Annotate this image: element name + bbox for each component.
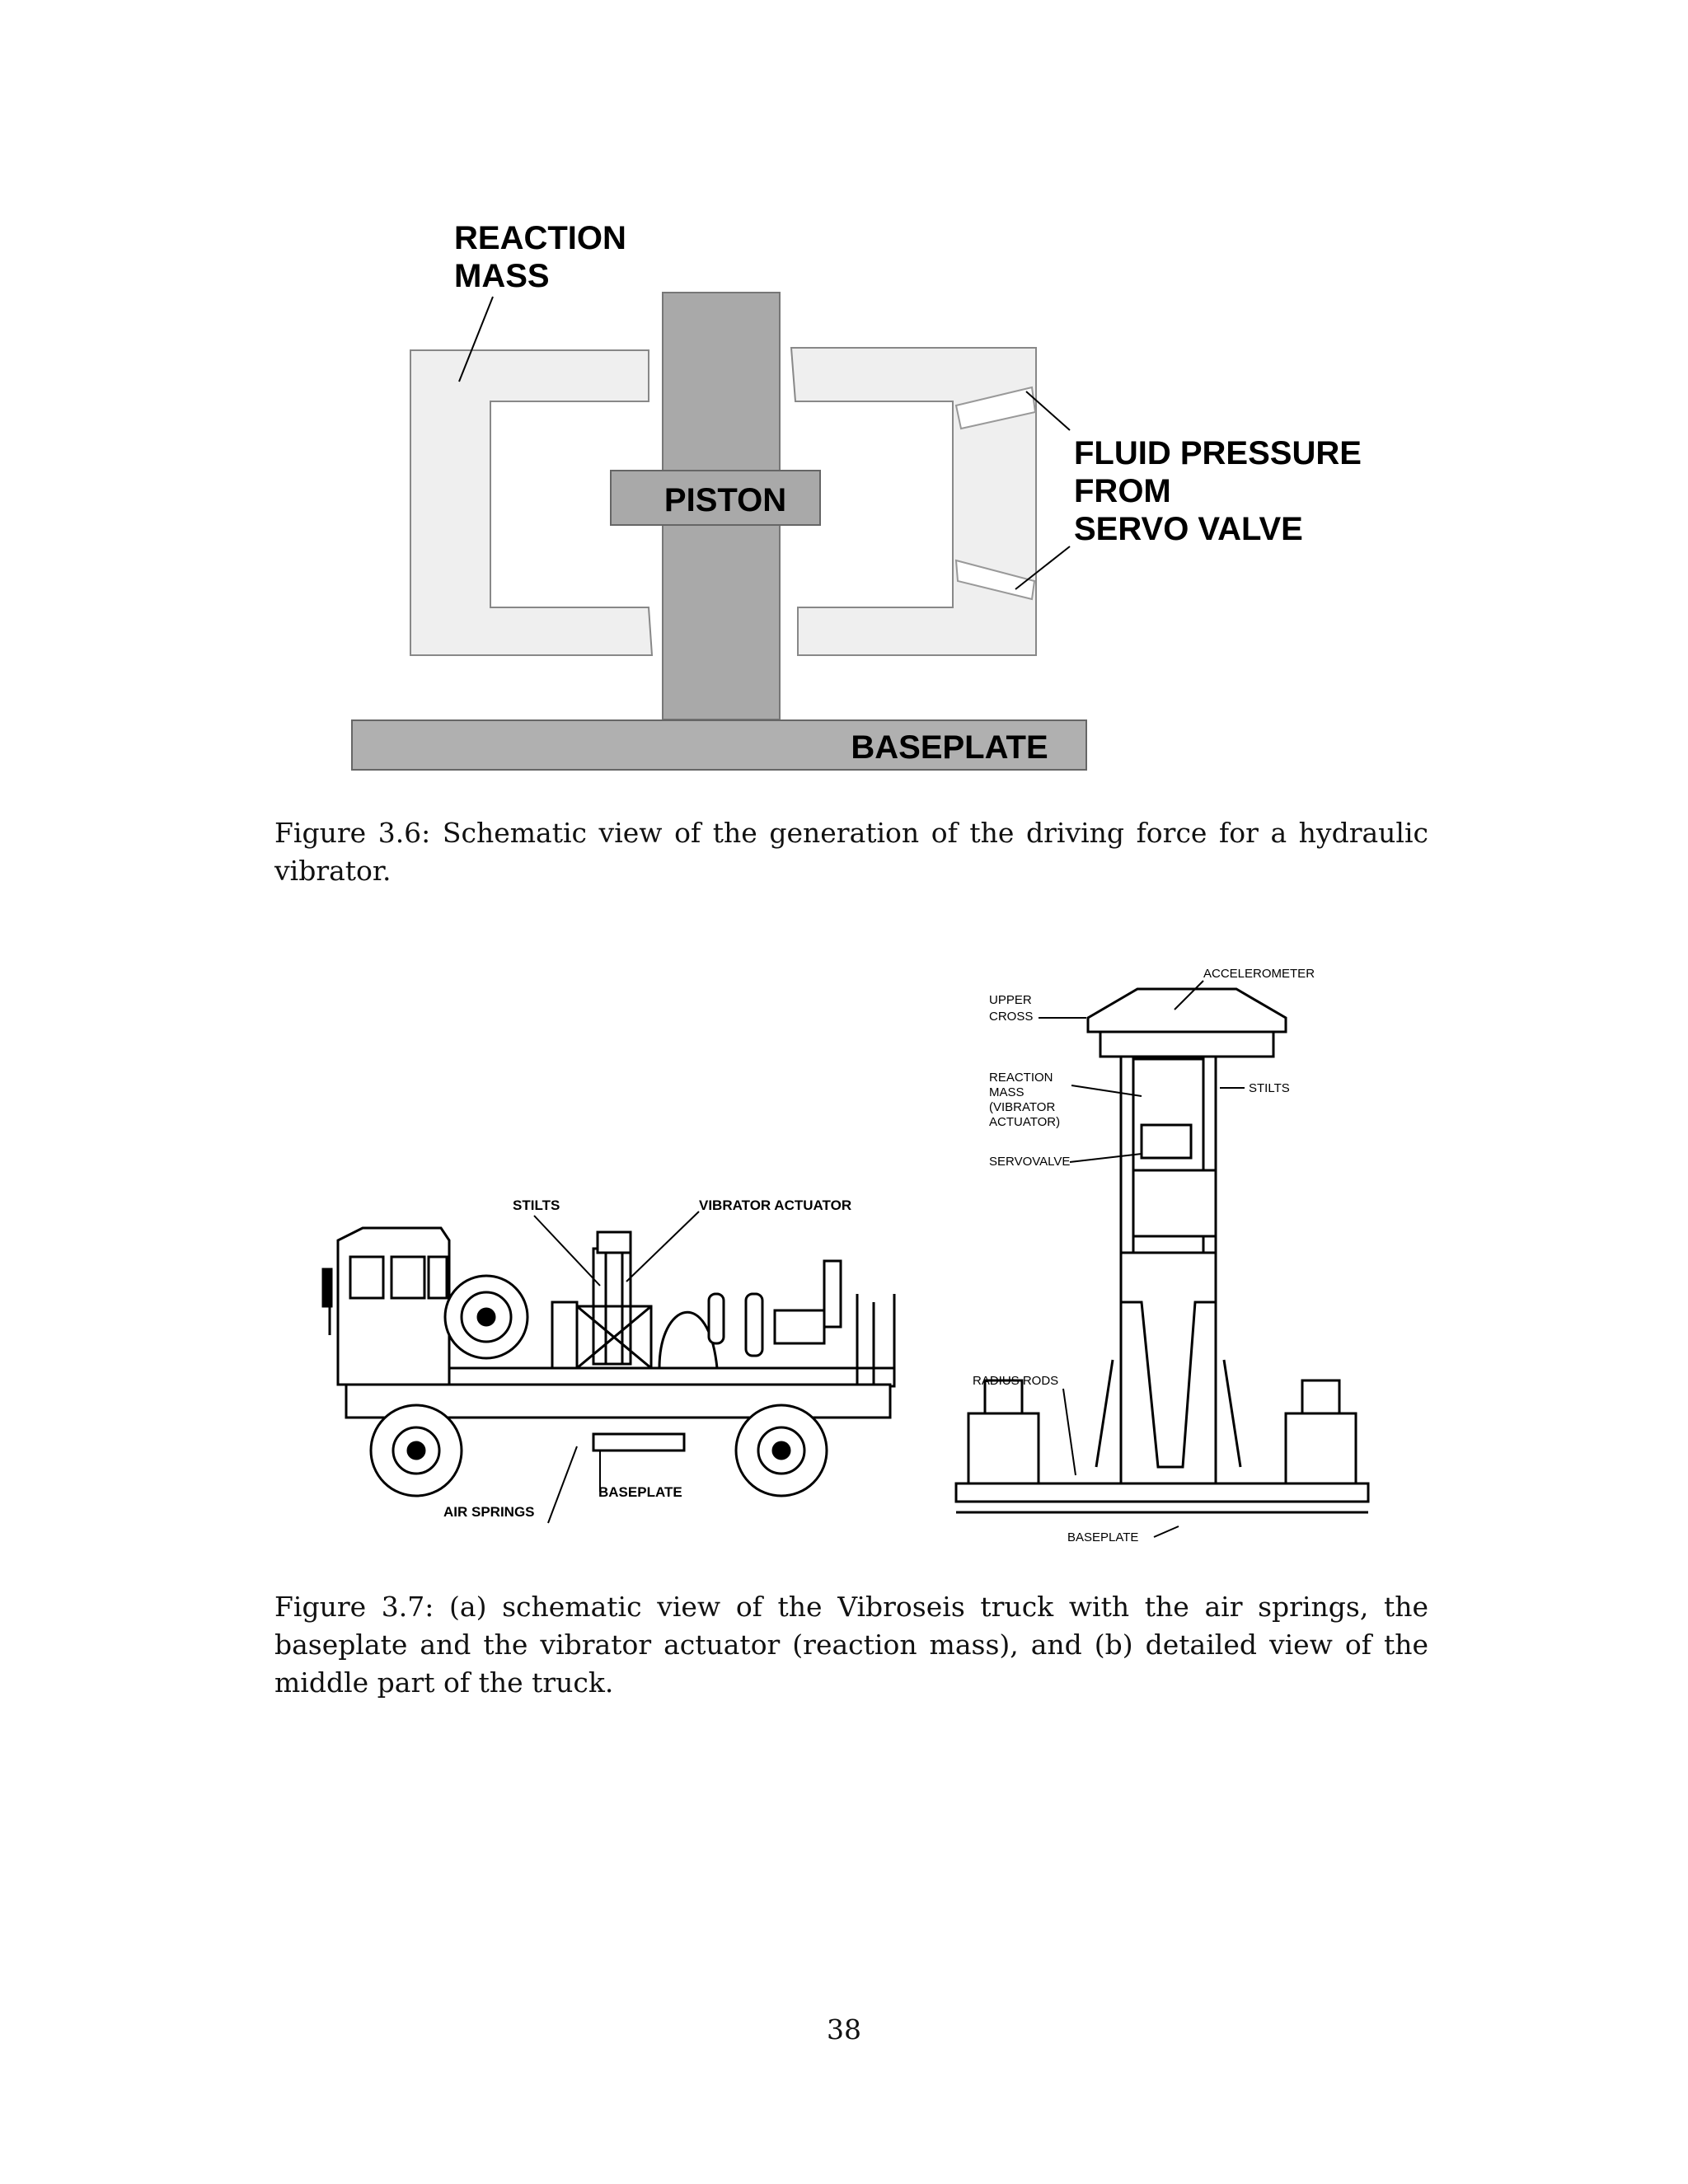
baseplate: [351, 719, 1087, 771]
detail-label-radius-rods: RADIUS RODS: [973, 1374, 1058, 1388]
reaction-mass-leader: [458, 296, 494, 382]
reaction-mass-right: [790, 347, 1037, 656]
detail-label-servovalve: SERVOVALVE: [989, 1155, 1070, 1169]
detail-label-reaction-mass-4: ACTUATOR): [989, 1115, 1060, 1129]
vibroseis-truck-drawing: [321, 1211, 896, 1524]
fluid-label-line1: FLUID PRESSURE: [1074, 435, 1362, 471]
detail-label-stilts: STILTS: [1249, 1081, 1290, 1095]
figure-3-7-vibroseis-drawings: STILTS VIBRATOR ACTUATOR BASEPLATE AIR S…: [321, 967, 1370, 1544]
fluid-port-bottom: [954, 559, 1036, 601]
detail-label-upper-cross-1: UPPER: [989, 993, 1032, 1007]
page-number: 38: [827, 2013, 861, 2046]
figure-3-6-caption: Figure 3.6: Schematic view of the genera…: [274, 817, 1428, 887]
fluid-port-top: [954, 386, 1037, 430]
vibrator-detail-drawing: [954, 980, 1370, 1538]
figure-3-7-caption: Figure 3.7: (a) schematic view of the Vi…: [274, 1591, 1428, 1699]
piston-head: [610, 470, 821, 526]
baseplate-label: BASEPLATE: [851, 729, 1048, 766]
truck-label-vibrator-actuator: VIBRATOR ACTUATOR: [699, 1197, 851, 1213]
reaction-mass-left: [410, 349, 654, 656]
detail-label-accelerometer: ACCELEROMETER: [1203, 967, 1315, 981]
detail-label-reaction-mass-3: (VIBRATOR: [989, 1100, 1055, 1114]
fluid-label-line3: SERVO VALVE: [1074, 511, 1303, 547]
fluid-label-line2: FROM: [1074, 473, 1171, 509]
reaction-mass-label-line2: MASS: [454, 258, 550, 294]
detail-label-reaction-mass-2: MASS: [989, 1085, 1025, 1099]
fluid-leader-top: [1025, 391, 1071, 431]
fluid-leader-bottom: [1015, 546, 1071, 590]
truck-label-baseplate: BASEPLATE: [598, 1484, 682, 1500]
reaction-mass-label-line1: REACTION: [454, 220, 626, 256]
piston-label: PISTON: [664, 482, 786, 518]
detail-label-reaction-mass-1: REACTION: [989, 1071, 1053, 1085]
figure-3-6-hydraulic-schematic: PISTON BASEPLATE REACTION MASS FLUID PRE…: [351, 220, 1362, 771]
truck-label-stilts: STILTS: [513, 1197, 560, 1213]
detail-label-baseplate: BASEPLATE: [1067, 1530, 1138, 1544]
detail-label-upper-cross-2: CROSS: [989, 1010, 1033, 1024]
truck-label-air-springs: AIR SPRINGS: [443, 1504, 535, 1520]
